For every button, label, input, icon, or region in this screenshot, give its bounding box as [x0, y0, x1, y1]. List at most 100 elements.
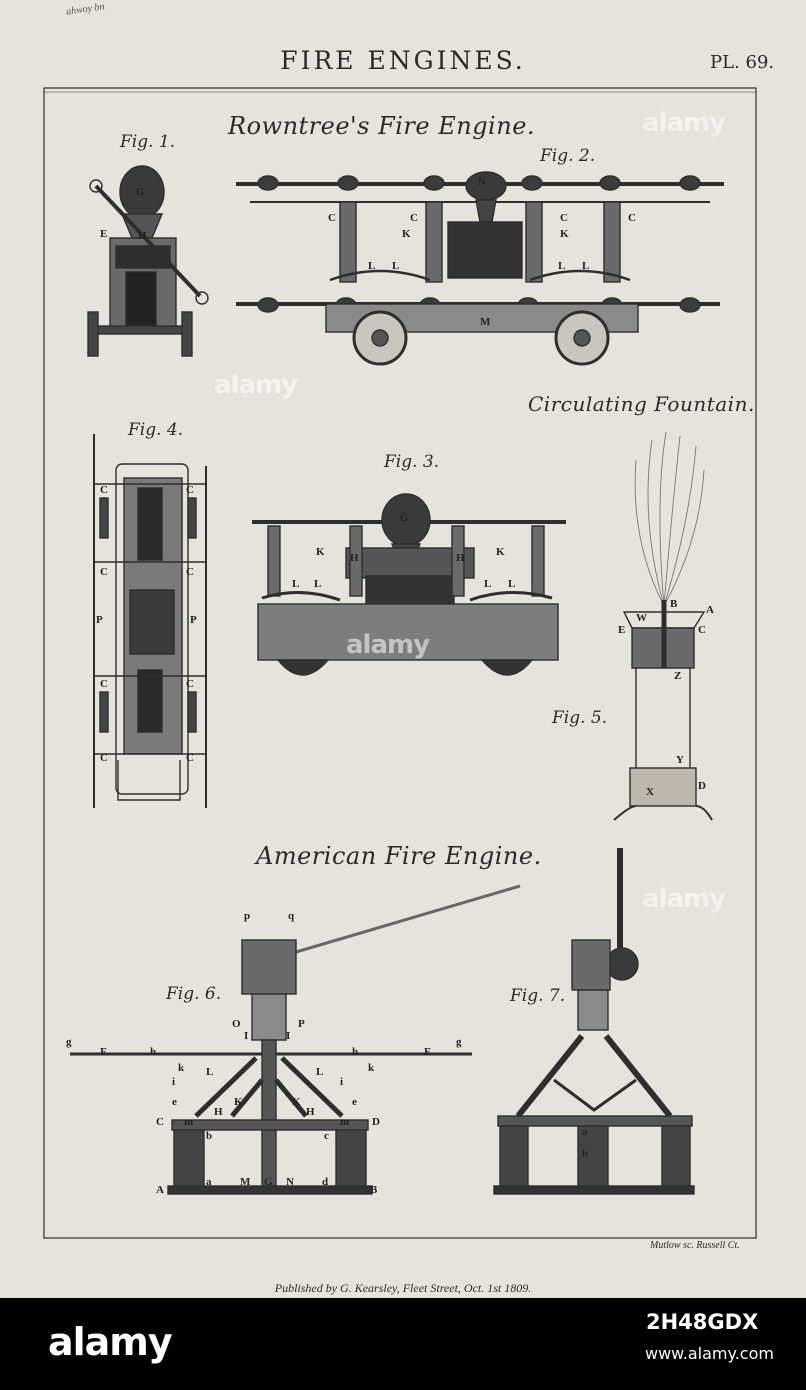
fig2-label-l-4: L	[582, 260, 590, 272]
fig3-label-k-2: K	[496, 546, 505, 558]
fig6-label-a-lower: a	[206, 1176, 212, 1188]
fig2-label-n: N	[478, 176, 486, 188]
fig4-label-c-7: C	[100, 752, 108, 764]
fig6-label-h-lower-1: h	[150, 1046, 157, 1058]
fig3-label-k-1: K	[316, 546, 325, 558]
fig4-label-c-4: C	[186, 566, 194, 578]
fig4-label-c-1: C	[100, 484, 108, 496]
section-title-american: American Fire Engine.	[256, 842, 542, 870]
fig6-label-d: D	[372, 1116, 380, 1128]
fig5-label-x: X	[646, 786, 654, 798]
fig5-label-c: C	[698, 624, 706, 636]
fig4-caption: Fig. 4.	[128, 420, 184, 440]
fig6-label-c: C	[156, 1116, 164, 1128]
fig7-caption: Fig. 7.	[510, 986, 566, 1006]
fig3-label-l-3: L	[484, 578, 492, 590]
engraver-credit: Mutlow sc. Russell Ct.	[650, 1240, 740, 1251]
fig6-caption: Fig. 6.	[166, 984, 222, 1004]
fig6-label-i-1: I	[244, 1030, 249, 1042]
fig6-label-e-lower-1: e	[172, 1096, 177, 1108]
fig3-label-l-4: L	[508, 578, 516, 590]
plate-number: PL. 69.	[710, 52, 775, 73]
section-title-rowntree: Rowntree's Fire Engine.	[228, 112, 536, 140]
fig1-caption: Fig. 1.	[120, 132, 176, 152]
fig3-label-l-2: L	[314, 578, 322, 590]
fig6-label-m-lower-1: m	[184, 1116, 194, 1128]
fig5-label-b: B	[670, 598, 678, 610]
alamy-logo: alamy	[48, 1320, 173, 1364]
fig6-label-p-lower: p	[244, 910, 251, 922]
fig6-label-b: B	[370, 1184, 378, 1196]
fig6-label-c-lower: c	[324, 1130, 329, 1142]
fig2-label-c-3: C	[560, 212, 568, 224]
fig1-label-g: G	[136, 186, 145, 198]
fig6-label-f-right: F	[424, 1046, 431, 1058]
fig6-label-n: N	[286, 1176, 294, 1188]
fig6-label-p: P	[298, 1018, 305, 1030]
fig1-drawing	[87, 165, 209, 357]
fig6-label-b-lower: b	[206, 1130, 213, 1142]
publication-line: Published by G. Kearsley, Fleet Street, …	[274, 1281, 532, 1295]
fig6-label-a: A	[156, 1184, 164, 1196]
fig6-label-o: O	[232, 1018, 241, 1030]
fig5-label-e: E	[618, 624, 626, 636]
watermark-1: alamy	[642, 108, 726, 138]
fig5-label-a: A	[706, 604, 714, 616]
fig6-label-e-lower-2: e	[352, 1096, 357, 1108]
fig2-caption: Fig. 2.	[540, 146, 596, 166]
fig6-label-k-lower-1: k	[178, 1062, 185, 1074]
fig5-caption: Fig. 5.	[552, 708, 608, 728]
fig1-label-h: H	[138, 230, 147, 242]
fig4-label-c-5: C	[100, 678, 108, 690]
fig2-label-k-1: K	[402, 228, 411, 240]
fig4-label-p-1: P	[96, 614, 103, 626]
fig4-label-c-2: C	[186, 484, 194, 496]
fig5-label-y: Y	[676, 754, 684, 766]
fig6-label-h-2: H	[306, 1106, 315, 1118]
fig6-label-m-lower-2: m	[340, 1116, 350, 1128]
fig3-label-h-2: H	[456, 552, 465, 564]
fig2-label-c-1: C	[328, 212, 336, 224]
fig6-label-f-left: F	[100, 1046, 107, 1058]
fig6-label-g-left: g	[66, 1036, 72, 1048]
fig7-label-b-lower: b	[582, 1148, 589, 1160]
fig5-drawing	[613, 431, 713, 821]
fig3-label-g: G	[400, 512, 409, 524]
fig6-label-i-2: I	[286, 1030, 291, 1042]
section-title-fountain: Circulating Fountain.	[528, 392, 755, 416]
fig2-label-k-2: K	[560, 228, 569, 240]
fig6-label-d-lower: d	[322, 1176, 329, 1188]
image-id: 2H48GDX	[646, 1310, 759, 1334]
fig3-caption: Fig. 3.	[384, 452, 440, 472]
stock-banner: alamy 2H48GDX www.alamy.com	[0, 1298, 806, 1390]
fig6-label-k-lower-2: k	[368, 1062, 375, 1074]
fig6-label-l-2: L	[316, 1066, 324, 1078]
fig4-drawing	[93, 434, 207, 808]
fig4-label-p-2: P	[190, 614, 197, 626]
watermark-4: alamy	[642, 884, 726, 914]
fig2-label-l-2: L	[392, 260, 400, 272]
fig3-label-l-1: L	[292, 578, 300, 590]
fig6-label-q: q	[288, 910, 295, 922]
fig2-label-c-4: C	[628, 212, 636, 224]
fig6-label-l-1: L	[206, 1066, 214, 1078]
fig6-label-g: G	[264, 1176, 273, 1188]
fig7-drawing	[493, 848, 695, 1195]
engraving-plate: ahwoy bn FIRE ENGINES. PL. 69. Rowntree'…	[0, 0, 806, 1298]
fig6-label-i-lower-2: i	[340, 1076, 344, 1088]
fig2-label-l-3: L	[558, 260, 566, 272]
fig5-label-d: D	[698, 780, 706, 792]
fig7-label-a-lower: a	[582, 1126, 588, 1138]
watermark-3: alamy	[346, 630, 430, 660]
fig4-label-c-3: C	[100, 566, 108, 578]
fig4-label-c-6: C	[186, 678, 194, 690]
watermark-2: alamy	[214, 370, 298, 400]
fig6-label-k-2: K	[292, 1096, 301, 1108]
fig3-label-h-1: H	[350, 552, 359, 564]
fig2-label-l-1: L	[368, 260, 376, 272]
fig4-label-c-8: C	[186, 752, 194, 764]
fig3-drawing	[252, 493, 566, 676]
fig5-label-w: W	[636, 612, 647, 624]
site-url: www.alamy.com	[645, 1344, 774, 1363]
fig6-label-g-right: g	[456, 1036, 462, 1048]
